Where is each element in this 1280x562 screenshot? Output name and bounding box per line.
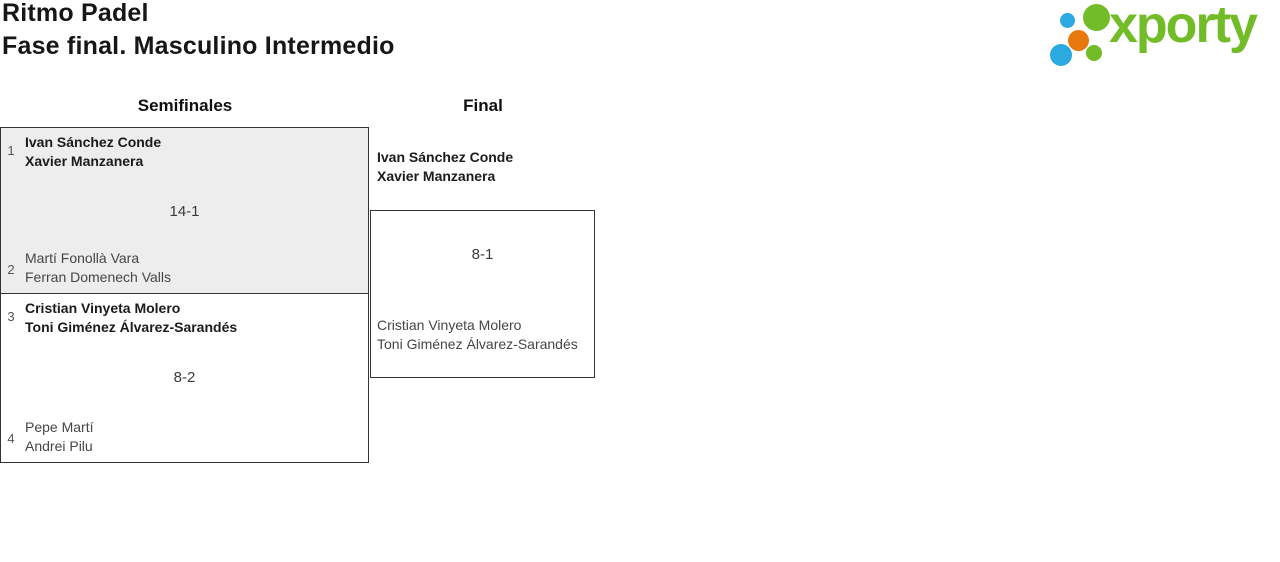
seed-number: 4 — [7, 431, 15, 446]
final-team-winner: Ivan Sánchez Conde Xavier Manzanera — [377, 148, 513, 186]
round-header-semifinales: Semifinales — [137, 96, 233, 115]
player-name: Pepe Martí — [25, 419, 94, 435]
tournament-title: Ritmo Padel — [2, 0, 149, 27]
seed-number: 2 — [7, 262, 15, 277]
logo-dot-orange-icon — [1068, 30, 1089, 51]
player-name: Xavier Manzanera — [377, 168, 496, 184]
player-name: Ivan Sánchez Conde — [25, 134, 162, 150]
player-name: Xavier Manzanera — [25, 153, 144, 169]
team-names: Pepe Martí Andrei Pilu — [25, 418, 93, 456]
player-name: Andrei Pilu — [25, 438, 93, 454]
seed-number: 3 — [7, 309, 15, 324]
logo-dot-blue-large-icon — [1050, 44, 1072, 66]
round-header-final: Final — [463, 96, 503, 115]
player-name: Toni Giménez Álvarez-Sarandés — [25, 319, 238, 335]
logo-dot-blue-small-icon — [1060, 13, 1075, 28]
final-match-box[interactable] — [370, 210, 595, 378]
logo-dot-green-small-icon — [1086, 45, 1102, 61]
team-names-winner: Cristian Vinyeta Molero Toni Giménez Álv… — [25, 299, 237, 337]
final-team-loser: Cristian Vinyeta Molero Toni Giménez Álv… — [377, 316, 594, 354]
phase-subtitle: Fase final. Masculino Intermedio — [2, 32, 395, 60]
seed-number: 1 — [7, 143, 15, 158]
match-score: 14-1 — [169, 203, 200, 220]
page-header: Ritmo Padel Fase final. Masculino Interm… — [2, 0, 395, 63]
player-name: Martí Fonollà Vara — [25, 250, 140, 266]
player-name: Cristian Vinyeta Molero — [377, 317, 522, 333]
team-names: Martí Fonollà Vara Ferran Domenech Valls — [25, 249, 171, 287]
xporty-wordmark: xporty — [1109, 0, 1258, 54]
semifinals-column: 1 Ivan Sánchez Conde Xavier Manzanera 14… — [0, 127, 369, 463]
semifinal-match-2[interactable]: 3 Cristian Vinyeta Molero Toni Giménez Á… — [0, 293, 369, 463]
xporty-logo[interactable]: xporty — [1050, 0, 1278, 68]
logo-dot-green-large-icon — [1083, 4, 1110, 31]
player-name: Ferran Domenech Valls — [25, 269, 172, 285]
player-name: Toni Giménez Álvarez-Sarandés — [377, 336, 578, 352]
player-name: Ivan Sánchez Conde — [377, 149, 514, 165]
semifinal-match-1[interactable]: 1 Ivan Sánchez Conde Xavier Manzanera 14… — [0, 127, 369, 294]
match-score: 8-2 — [173, 369, 196, 386]
final-match-score: 8-1 — [471, 246, 494, 263]
player-name: Cristian Vinyeta Molero — [25, 300, 181, 316]
team-names-winner: Ivan Sánchez Conde Xavier Manzanera — [25, 133, 161, 171]
